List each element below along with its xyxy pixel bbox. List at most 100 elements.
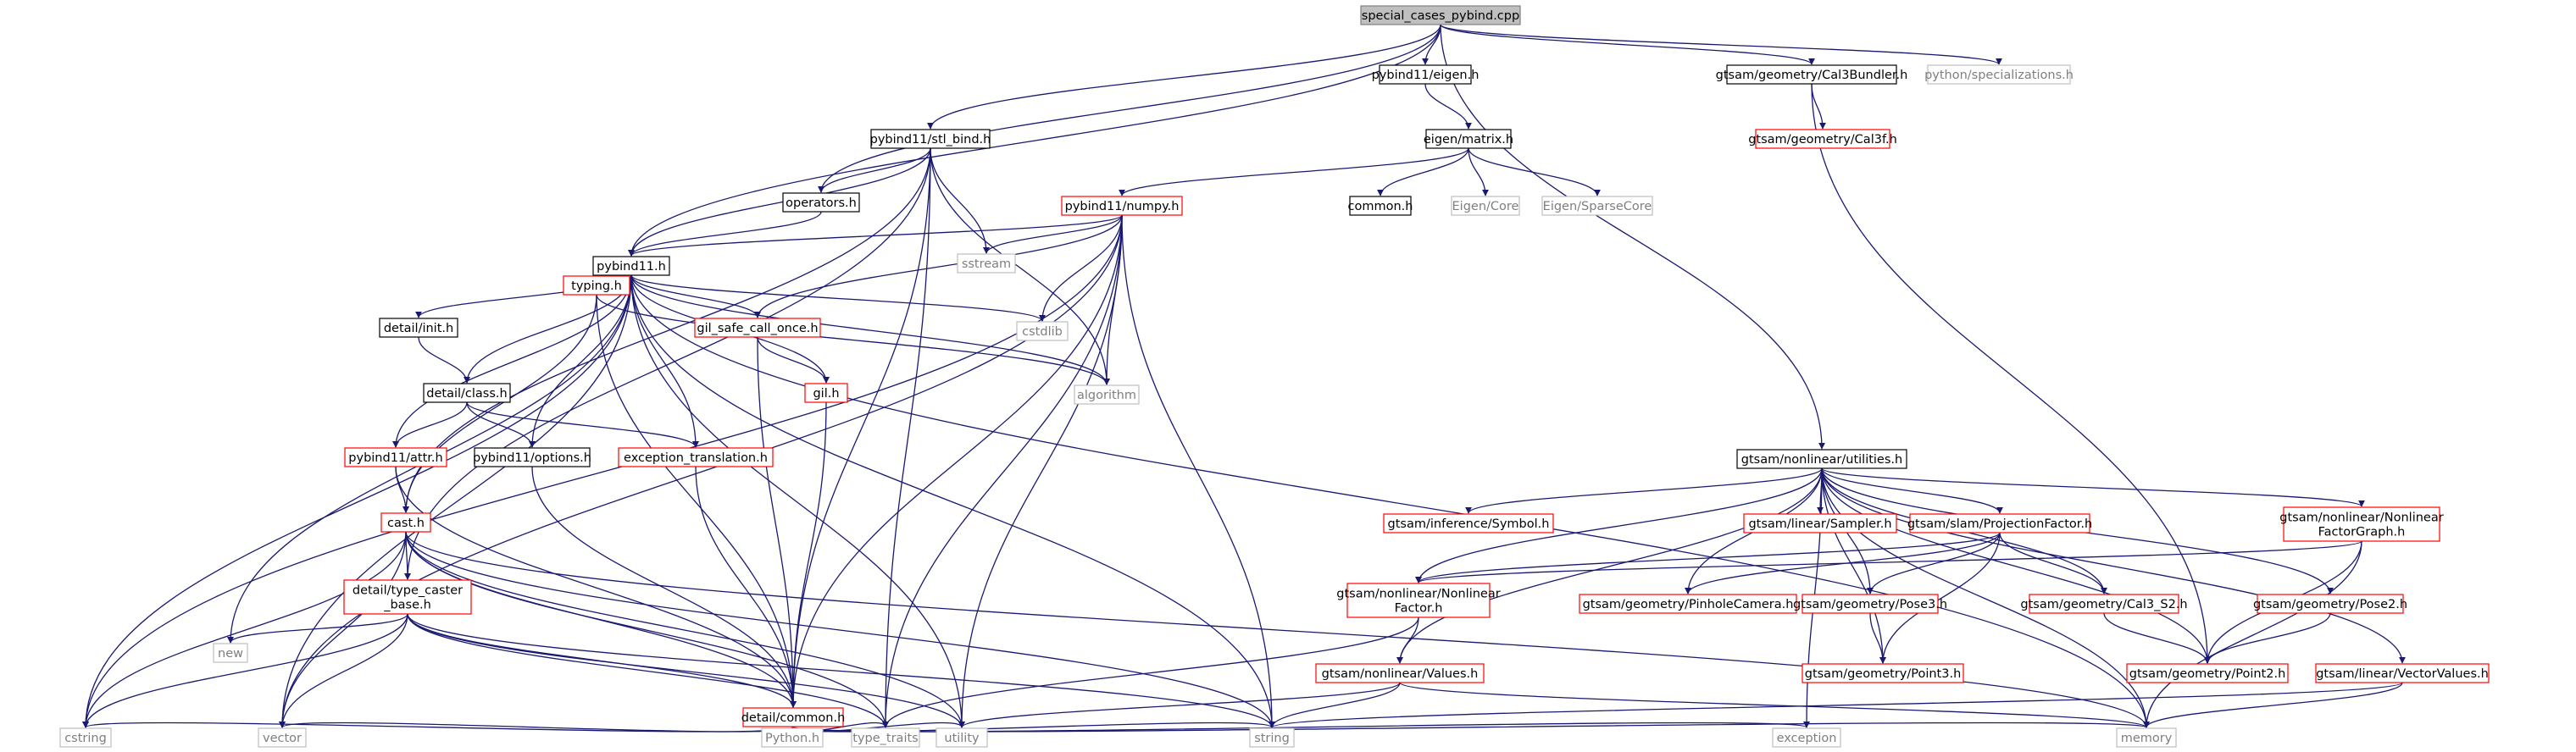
edge-utilities-to-nlfg	[1821, 467, 2365, 507]
node-detail-init[interactable]: detail/init.h	[379, 318, 458, 338]
node-cal3s2[interactable]: gtsam/geometry/Cal3_S2.h	[2020, 594, 2188, 614]
node-sampler[interactable]: gtsam/linear/Sampler.h	[1743, 513, 1897, 534]
node-gil-safe[interactable]: gil_safe_call_once.h	[694, 318, 821, 338]
node-box	[2029, 594, 2179, 614]
node-box	[1909, 513, 2090, 534]
node-label: gil.h	[813, 387, 839, 401]
node-pose2[interactable]: gtsam/geometry/Pose2.h	[2253, 594, 2407, 614]
node-label: typing.h	[571, 279, 622, 293]
edge-numpy-to-detail_common	[790, 214, 1123, 708]
node-label: exception_translation.h	[624, 451, 768, 465]
node-label: gil_safe_call_once.h	[697, 322, 818, 335]
node-typing[interactable]: typing.h	[563, 275, 630, 296]
node-detail-common[interactable]: detail/common.h	[741, 707, 846, 727]
node-attr[interactable]: pybind11/attr.h	[344, 447, 447, 467]
node-box	[1346, 583, 1491, 618]
edge-pybind11_h-to-memory	[630, 274, 2150, 728]
edge-numpy-to-type_traits	[882, 214, 1123, 728]
node-box	[804, 383, 848, 403]
node-label: Factor.h	[1395, 602, 1443, 616]
node-label: gtsam/geometry/Point3.h	[1805, 667, 1962, 681]
node-projfactor[interactable]: gtsam/slam/ProjectionFactor.h	[1907, 513, 2092, 534]
node-label: utility	[944, 732, 980, 745]
node-point2[interactable]: gtsam/geometry/Point2.h	[2126, 663, 2289, 683]
node-box	[1249, 727, 1295, 748]
edge-numpy-to-gil_safe	[754, 214, 1123, 318]
node-box	[423, 383, 511, 403]
node-label: gtsam/geometry/PinholeCamera.h	[1583, 598, 1794, 611]
node-pybind11-h[interactable]: pybind11.h	[592, 256, 670, 276]
edge-nlfg-to-nlfactor	[1415, 540, 2362, 583]
node-pinhole[interactable]: gtsam/geometry/PinholeCamera.h	[1579, 594, 1797, 614]
edge-type_caster-to-type_traits	[407, 613, 889, 728]
node-box	[474, 447, 591, 467]
node-values[interactable]: gtsam/nonlinear/Values.h	[1315, 663, 1485, 683]
edge-special_cases-to-utilities	[1440, 24, 1825, 450]
node-label: vector	[263, 732, 302, 745]
edge-gil_safe-to-detail_common	[757, 336, 797, 708]
node-options[interactable]: pybind11/options.h	[473, 447, 591, 467]
node-vector: vector	[258, 727, 307, 748]
node-box	[344, 447, 447, 467]
node-eigen-matrix[interactable]: eigen/matrix.h	[1424, 129, 1513, 149]
node-label: gtsam/geometry/Cal3Bundler.h	[1716, 69, 1908, 82]
node-point3[interactable]: gtsam/geometry/Point3.h	[1802, 663, 1964, 683]
edge-gil_safe-to-gil_h	[757, 336, 830, 384]
node-new-h: new	[213, 643, 248, 663]
edge-cast-to-type_traits	[405, 531, 889, 728]
node-vectorvalues[interactable]: gtsam/linear/VectorValues.h	[2315, 663, 2490, 683]
node-label: cstdlib	[1022, 325, 1063, 339]
node-utilities[interactable]: gtsam/nonlinear/utilities.h	[1736, 449, 1907, 469]
edge-pybind11_h-to-exc_trans	[630, 274, 699, 448]
edge-gtsam_cal3bundler-to-point2	[1811, 83, 2211, 664]
edge-utilities-to-values	[1396, 467, 1823, 664]
edge-nlfg-to-memory	[2143, 540, 2362, 728]
node-special-cases[interactable]: special_cases_pybind.cpp	[1360, 5, 1521, 25]
node-pose3[interactable]: gtsam/geometry/Pose3.h	[1793, 594, 1947, 614]
node-label: string	[1254, 732, 1290, 745]
edge-type_caster-to-string	[407, 613, 1275, 728]
node-type-caster[interactable]: detail/type_caster_base.h	[343, 579, 472, 615]
edge-utilities-to-symbol	[1465, 467, 1823, 514]
node-gtsam-cal3bundler[interactable]: gtsam/geometry/Cal3Bundler.h	[1716, 64, 1908, 85]
node-common-h[interactable]: common.h	[1348, 196, 1413, 216]
node-cstdlib: cstdlib	[1016, 321, 1069, 341]
node-label: gtsam/geometry/Cal3f.h	[1748, 133, 1897, 147]
edge-utilities-to-memory	[1821, 467, 2150, 728]
node-numpy[interactable]: pybind11/numpy.h	[1061, 196, 1183, 216]
node-box	[1074, 384, 1140, 405]
node-stl-bind[interactable]: pybind11/stl_bind.h	[870, 129, 991, 149]
node-cast[interactable]: cast.h	[380, 512, 431, 533]
edge-nlfactor-to-type_traits	[882, 617, 1419, 728]
edge-typing-to-cast	[402, 294, 597, 513]
node-label: cstring	[64, 732, 107, 745]
node-gil-h[interactable]: gil.h	[804, 383, 848, 403]
node-box	[1927, 64, 2071, 85]
node-box	[1016, 321, 1069, 341]
edge-gtsam_cal3bundler-to-gtsam_cal3f	[1811, 83, 1826, 130]
edge-utilities-to-point2	[1821, 467, 2211, 664]
edge-eigen_matrix-to-eigen_sparse	[1468, 147, 1601, 196]
node-detail-class[interactable]: detail/class.h	[423, 383, 511, 403]
edge-exc_trans-to-detail_common	[695, 466, 797, 708]
node-operators[interactable]: operators.h	[782, 192, 860, 213]
node-label: detail/common.h	[741, 711, 846, 725]
edge-values-to-memory	[1399, 682, 2150, 728]
node-exc-trans[interactable]: exception_translation.h	[618, 447, 774, 467]
node-label: sstream	[962, 257, 1011, 271]
node-gtsam-cal3f[interactable]: gtsam/geometry/Cal3f.h	[1748, 129, 1897, 149]
edge-numpy-to-cstring	[82, 214, 1123, 728]
node-pybind11-eigen[interactable]: pybind11/eigen.h	[1372, 64, 1480, 85]
node-box	[2283, 506, 2440, 542]
edge-options-to-detail_common	[531, 466, 797, 708]
node-box	[1383, 513, 1554, 534]
node-label: pybind11/options.h	[473, 451, 591, 465]
node-label: detail/init.h	[384, 322, 453, 335]
edge-typing-to-algorithm	[596, 294, 1110, 385]
node-box	[782, 192, 860, 213]
edge-eigen_matrix-to-numpy	[1119, 147, 1469, 196]
node-label: operators.h	[786, 196, 857, 210]
node-symbol[interactable]: gtsam/inference/Symbol.h	[1383, 513, 1554, 534]
